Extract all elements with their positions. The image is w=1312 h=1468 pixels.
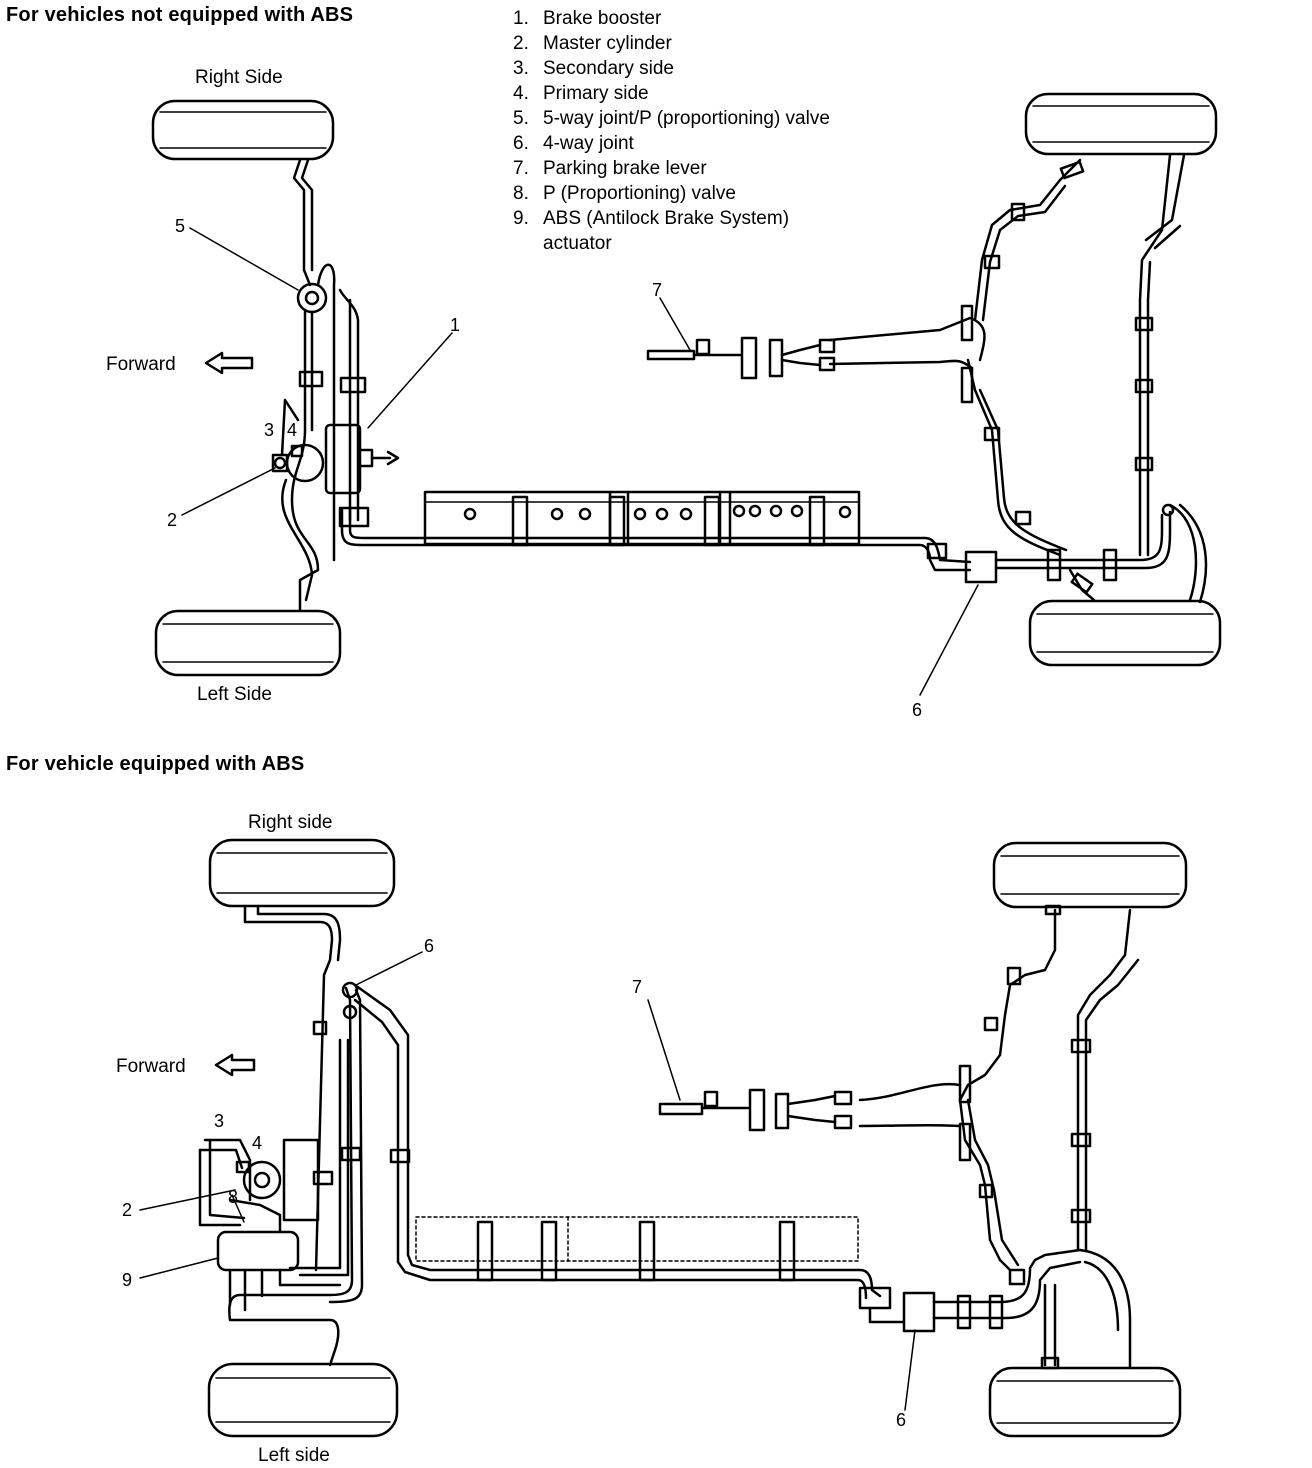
legend-item-9: 9.ABS (Antilock Brake System) xyxy=(513,208,790,229)
top-tire-front-left xyxy=(154,609,342,677)
heading-no-abs: For vehicles not equipped with ABS xyxy=(6,4,354,26)
top-center-line xyxy=(338,506,972,572)
top-forward-label: Forward xyxy=(106,354,176,375)
top-tire-rear-right xyxy=(1024,92,1218,156)
bottom-tire-rear-left xyxy=(988,1366,1182,1438)
bottom-callout-7: 7 xyxy=(632,977,642,997)
bottom-right-side-label: Right side xyxy=(248,812,333,833)
top-front-lines xyxy=(280,158,367,612)
bottom-tire-front-right xyxy=(208,838,396,908)
legend-item-7: 7.Parking brake lever xyxy=(513,158,707,179)
legend-item-2: 2.Master cylinder xyxy=(513,33,672,54)
bottom-master-cylinder xyxy=(198,1138,320,1234)
bottom-left-side-label: Left side xyxy=(258,1445,330,1466)
legend-item-3: 3.Secondary side xyxy=(513,58,674,79)
bottom-front-lines xyxy=(228,904,882,1367)
bottom-frame xyxy=(415,1216,859,1262)
top-callout-6: 6 xyxy=(912,700,922,720)
legend-item-4: 4.Primary side xyxy=(513,83,649,104)
bottom-rear-lines xyxy=(858,904,1140,1370)
bottom-diagram xyxy=(139,838,1188,1438)
heading-abs: For vehicle equipped with ABS xyxy=(6,753,305,775)
bottom-callout-8: 8 xyxy=(228,1187,238,1207)
top-tire-front-right xyxy=(151,99,335,161)
top-parking-brake-lever xyxy=(646,336,836,380)
bottom-abs-actuator xyxy=(216,1038,350,1312)
top-callout-7: 7 xyxy=(652,280,662,300)
top-callout-2: 2 xyxy=(167,510,177,530)
top-callout-1: 1 xyxy=(450,315,460,335)
legend-item-1: 1.Brake booster xyxy=(513,8,662,29)
top-callout-5: 5 xyxy=(175,216,185,236)
top-rear-lines xyxy=(828,153,1208,604)
top-frame xyxy=(423,490,861,547)
top-brake-booster xyxy=(324,423,400,495)
bottom-callout-4: 4 xyxy=(252,1133,262,1153)
bottom-forward-arrow-icon xyxy=(214,1053,256,1077)
bottom-tire-rear-right xyxy=(992,841,1188,909)
bottom-callout-6-top: 6 xyxy=(424,936,434,956)
top-tire-rear-left xyxy=(1028,599,1222,667)
top-master-cylinder xyxy=(271,443,325,483)
top-forward-arrow-icon xyxy=(204,351,254,375)
bottom-forward-label: Forward xyxy=(116,1056,186,1077)
bottom-callout-3: 3 xyxy=(214,1111,224,1131)
top-callout-4: 4 xyxy=(287,420,297,440)
bottom-callout-6-bottom: 6 xyxy=(896,1410,906,1430)
top-diagram xyxy=(151,92,1222,696)
bottom-parking-brake-lever xyxy=(658,1088,853,1132)
top-leader-lines xyxy=(181,227,979,696)
top-left-side-label: Left Side xyxy=(197,684,272,705)
top-right-side-label: Right Side xyxy=(195,67,283,88)
legend-item-5: 5.5-way joint/P (proportioning) valve xyxy=(513,108,830,129)
bottom-callout-2: 2 xyxy=(122,1200,132,1220)
legend-item-9-continuation: actuator xyxy=(543,233,612,254)
bottom-tire-front-left xyxy=(207,1362,399,1438)
bottom-callout-9: 9 xyxy=(122,1270,132,1290)
bottom-leader-lines xyxy=(139,951,916,1411)
top-callout-3: 3 xyxy=(264,420,274,440)
legend-item-6: 6.4-way joint xyxy=(513,133,634,154)
legend-item-8: 8.P (Proportioning) valve xyxy=(513,183,736,204)
parts-legend: 1.Brake booster 2.Master cylinder 3.Seco… xyxy=(513,6,830,256)
bottom-frame-brackets xyxy=(476,1220,796,1282)
